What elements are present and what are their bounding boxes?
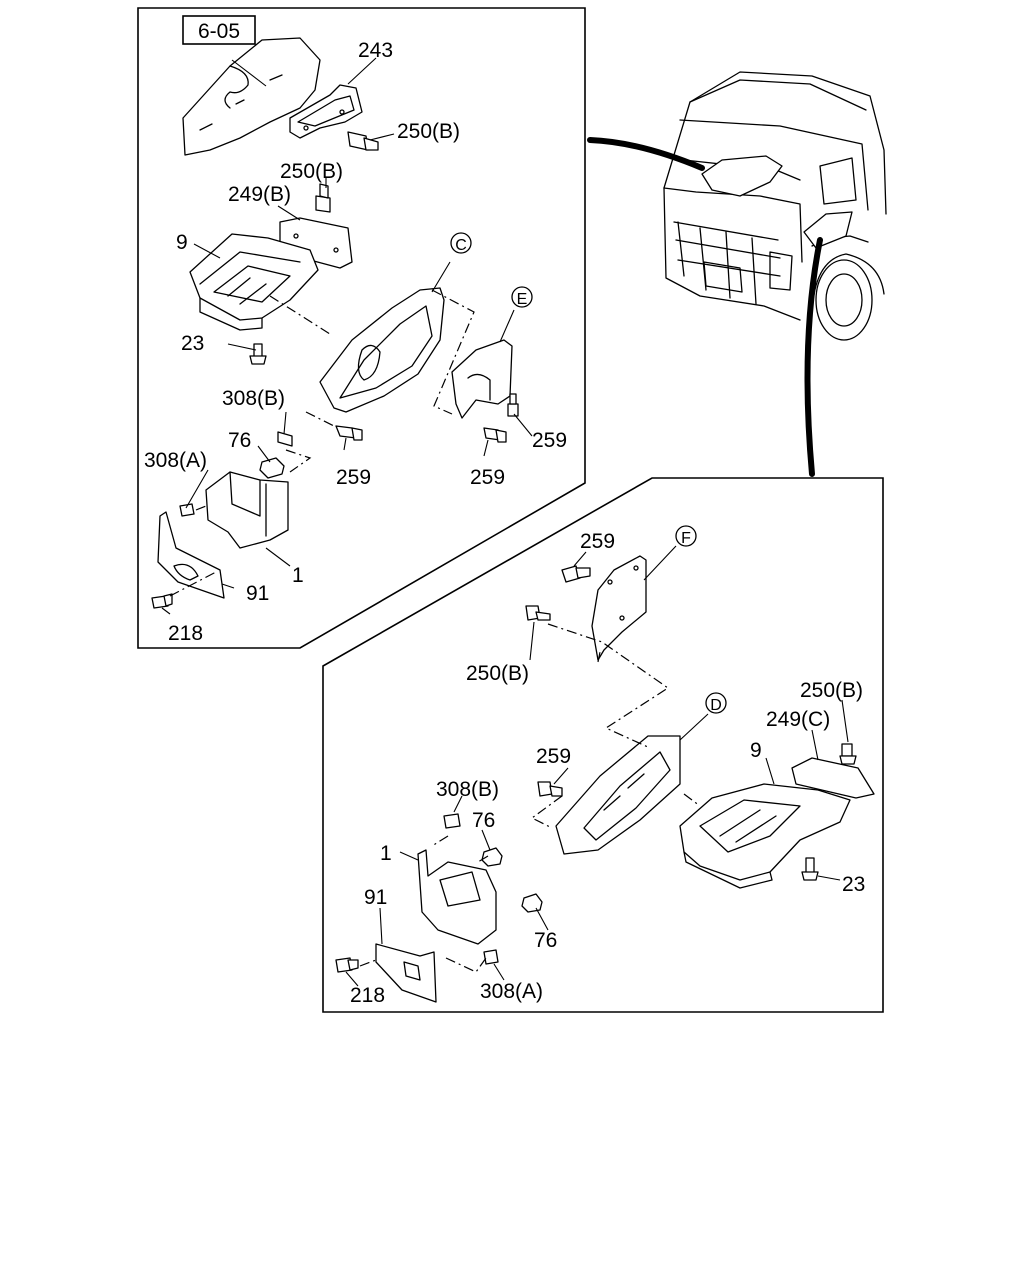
part-249c-plate xyxy=(791,757,875,799)
label-218-top: 218 xyxy=(168,622,203,645)
part-e-bracket xyxy=(451,339,513,419)
connector-curve-top xyxy=(587,137,705,171)
bolt-308b-top xyxy=(277,431,293,447)
reference-label: 6-05 xyxy=(198,20,240,43)
part-c-panel xyxy=(319,287,445,413)
bottom-panel-frame xyxy=(322,477,884,1013)
label-e: E xyxy=(517,291,528,308)
label-91-top: 91 xyxy=(246,582,269,605)
nut-76-bottom-2 xyxy=(521,893,543,913)
label-250b-3: 250(B) xyxy=(466,662,529,685)
part-d-panel xyxy=(555,735,681,855)
label-f: F xyxy=(681,530,691,547)
callout-e-circle xyxy=(511,286,533,308)
label-d: D xyxy=(710,697,722,714)
top-dashed-lines xyxy=(169,289,475,597)
part-9-cover-top xyxy=(189,233,319,331)
label-91-bot: 91 xyxy=(364,886,387,909)
label-259-e: 259 xyxy=(536,745,571,768)
label-250b-2: 250(B) xyxy=(280,160,343,183)
bolt-259-d xyxy=(561,565,591,583)
bolt-218-top xyxy=(151,593,173,609)
bolt-308b-bottom xyxy=(443,813,461,829)
label-243: 243 xyxy=(358,39,393,62)
label-308b-top: 308(B) xyxy=(222,387,285,410)
bottom-leader-lines xyxy=(345,545,849,987)
reference-box xyxy=(182,15,256,45)
label-259-a: 259 xyxy=(532,429,567,452)
label-76-bot2: 76 xyxy=(534,929,557,952)
callout-c-circle xyxy=(450,232,472,254)
label-9-top: 9 xyxy=(176,231,188,254)
label-249b: 249(B) xyxy=(228,183,291,206)
label-1-bot: 1 xyxy=(380,842,392,865)
label-c: C xyxy=(455,237,467,254)
bolt-250b-top xyxy=(347,131,379,151)
nut-76-bottom-1 xyxy=(481,847,503,867)
reference-panel-part xyxy=(182,37,321,156)
label-76-bot1: 76 xyxy=(472,809,495,832)
part-23-clip-top xyxy=(249,343,267,365)
label-259-b: 259 xyxy=(336,466,371,489)
part-1-bracket-bottom xyxy=(417,849,497,945)
bolt-250b-f xyxy=(525,605,551,621)
label-308b-bot: 308(B) xyxy=(436,778,499,801)
label-23-top: 23 xyxy=(181,332,204,355)
bolt-259-a xyxy=(507,393,519,417)
label-1-top: 1 xyxy=(292,564,304,587)
label-23-bot: 23 xyxy=(842,873,865,896)
label-308a-top: 308(A) xyxy=(144,449,207,472)
label-9-bot: 9 xyxy=(750,739,762,762)
label-250b-4: 250(B) xyxy=(800,679,863,702)
part-1-bracket-top xyxy=(205,471,289,549)
part-f-bracket xyxy=(591,555,647,661)
bolt-259-c xyxy=(483,427,507,443)
bolt-218-bottom xyxy=(335,957,359,973)
callout-d-circle xyxy=(705,692,727,714)
label-249c: 249(C) xyxy=(766,708,830,731)
nut-76-top xyxy=(259,457,285,479)
part-9-cover-bottom xyxy=(679,783,851,889)
top-leader-lines xyxy=(161,57,533,615)
label-250b-top: 250(B) xyxy=(397,120,460,143)
label-259-d: 259 xyxy=(580,530,615,553)
connector-curve-bottom xyxy=(804,237,823,477)
bottom-dashed-lines xyxy=(359,623,701,973)
bolt-250b-bottom xyxy=(839,743,857,765)
label-218-bot: 218 xyxy=(350,984,385,1007)
truck-cab-illustration xyxy=(663,71,887,341)
top-panel-frame xyxy=(137,7,586,649)
label-308a-bot: 308(A) xyxy=(480,980,543,1003)
part-23-clip-bottom xyxy=(801,857,819,881)
bolt-259-b xyxy=(335,425,363,441)
callout-f-circle xyxy=(675,525,697,547)
bolt-259-e xyxy=(537,781,563,797)
label-76-top: 76 xyxy=(228,429,251,452)
label-259-c: 259 xyxy=(470,466,505,489)
bolt-308a-bottom xyxy=(483,949,499,965)
bolt-250b-second xyxy=(315,183,331,213)
part-91-plate-bottom xyxy=(375,943,437,1003)
